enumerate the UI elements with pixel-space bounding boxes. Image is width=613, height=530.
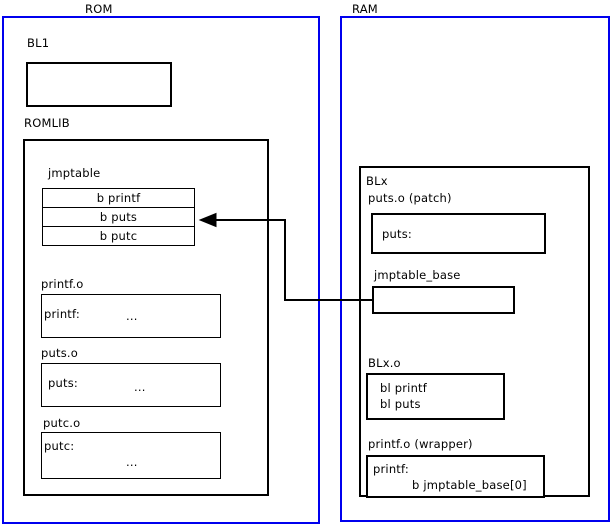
rom-region-label: ROM xyxy=(85,2,113,16)
jmptable-entry-2: b putc xyxy=(42,226,195,246)
blx-o-line-1: bl puts xyxy=(380,397,421,411)
printf-wrapper-label: printf.o (wrapper) xyxy=(368,437,473,451)
jmptable-entry-1: b puts xyxy=(42,207,195,227)
romlib-object-box-2: putc: ... xyxy=(41,432,221,479)
romlib-object-box-1: puts: ... xyxy=(41,363,221,407)
jmptable-label: jmptable xyxy=(48,166,101,180)
romlib-label: ROMLIB xyxy=(24,116,70,130)
romlib-object-symbol-1: puts: xyxy=(48,376,78,390)
puts-patch-box: puts: xyxy=(371,213,546,254)
jmptable-base-label: jmptable_base xyxy=(374,268,461,282)
puts-patch-label: puts.o (patch) xyxy=(368,191,452,205)
romlib-object-label-0: printf.o xyxy=(41,277,84,291)
romlib-object-symbol-2: putc: xyxy=(44,439,75,453)
romlib-object-label-1: puts.o xyxy=(41,346,78,360)
blx-o-label: BLx.o xyxy=(368,356,401,370)
romlib-object-symbol-0: printf: xyxy=(44,307,80,321)
printf-wrapper-box: printf: b jmptable_base[0] xyxy=(366,455,545,498)
blx-o-line-0: bl printf xyxy=(380,381,428,395)
puts-patch-symbol: puts: xyxy=(382,227,412,241)
printf-wrapper-symbol: printf: xyxy=(373,462,409,476)
bl1-label: BL1 xyxy=(27,36,50,50)
romlib-object-label-2: putc.o xyxy=(43,416,81,430)
blx-o-box: bl printf bl puts xyxy=(366,373,505,420)
bl1-box xyxy=(26,62,172,107)
jmptable-entry-0: b printf xyxy=(42,188,195,208)
jmptable-base-box xyxy=(372,286,515,314)
blx-label: BLx xyxy=(366,174,388,188)
romlib-object-box-0: printf: ... xyxy=(41,294,221,338)
romlib-object-body-1: ... xyxy=(134,380,146,394)
romlib-object-body-2: ... xyxy=(126,455,138,469)
romlib-object-body-0: ... xyxy=(126,309,138,323)
ram-region-label: RAM xyxy=(352,2,378,16)
printf-wrapper-instruction: b jmptable_base[0] xyxy=(412,478,527,492)
